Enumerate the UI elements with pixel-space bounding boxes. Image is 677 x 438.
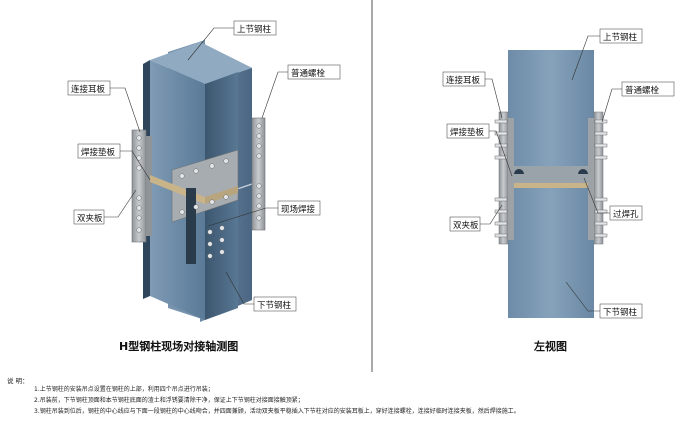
left-label-upper-column: 上节钢柱 [237, 24, 272, 35]
left-leader-lines [104, 27, 288, 305]
right-label-ordinary-bolt: 普通螺栓 [625, 85, 660, 96]
right-bolts [256, 123, 262, 221]
weld-access-hole-right [578, 169, 588, 174]
side-backing-band [508, 166, 594, 186]
left-label-double-clamp-plate: 双夹板 [77, 213, 103, 224]
left-label-ordinary-bolt: 普通螺栓 [291, 68, 326, 79]
right-label-connecting-ear-plate: 连接耳板 [446, 75, 481, 86]
axonometric-view: 上节钢柱 连接耳板 普通螺栓 焊接垫板 双夹板 现场焊接 下节钢柱 H型钢柱现场… [67, 20, 341, 353]
left-label-connecting-ear-plate: 连接耳板 [71, 84, 106, 95]
side-left-plate-inner [508, 118, 514, 240]
right-label-upper-column: 上节钢柱 [603, 32, 638, 43]
side-bolts [494, 119, 608, 238]
right-leader-lines [480, 35, 622, 312]
left-label-boxes [67, 20, 341, 312]
web-bolts [179, 158, 229, 259]
welding-backing-strip-right [205, 186, 238, 204]
note-item-3: 3.钢柱吊装到位后，钢柱的中心线应与下面一段钢柱的中心线吻合，并四面兼顾，活动双… [34, 408, 520, 415]
side-right-plate-inner [588, 118, 594, 240]
left-clamp-plate-inner [146, 136, 152, 236]
right-label-double-clamp-plate: 双夹板 [453, 220, 479, 231]
left-label-welding-backing-plate: 焊接垫板 [81, 147, 116, 158]
right-label-lower-column: 下节钢柱 [603, 307, 638, 318]
left-view-caption: H型钢柱现场对接轴测图 [119, 339, 238, 353]
notes-heading: 说 明： [7, 377, 29, 385]
right-clamp-plate-outer [251, 117, 266, 231]
right-label-welding-backing-plate: 焊接垫板 [450, 127, 485, 138]
side-backing-strip [508, 183, 594, 188]
side-view: 上节钢柱 连接耳板 普通螺栓 焊接垫板 双夹板 过焊孔 下节钢柱 左视图 [442, 28, 675, 353]
right-label-weld-access-hole: 过焊孔 [613, 209, 639, 220]
right-view-caption: 左视图 [533, 339, 567, 353]
left-bolts [136, 135, 142, 233]
left-label-lower-column: 下节钢柱 [257, 300, 292, 311]
note-item-1: 1.上节钢柱的安装吊点设置在钢柱的上部，利用四个吊点进行吊装； [34, 386, 214, 393]
field-weld-slot [186, 188, 196, 264]
note-item-2: 2.吊装前，下节钢柱顶面和本节钢柱底面的渣土和浮锈要清除干净，保证上下节钢柱对接… [34, 397, 304, 404]
left-label-field-welding: 现场焊接 [281, 204, 316, 215]
column-top-face [150, 42, 252, 84]
weld-access-hole-left [514, 169, 524, 174]
right-label-boxes [442, 28, 675, 319]
